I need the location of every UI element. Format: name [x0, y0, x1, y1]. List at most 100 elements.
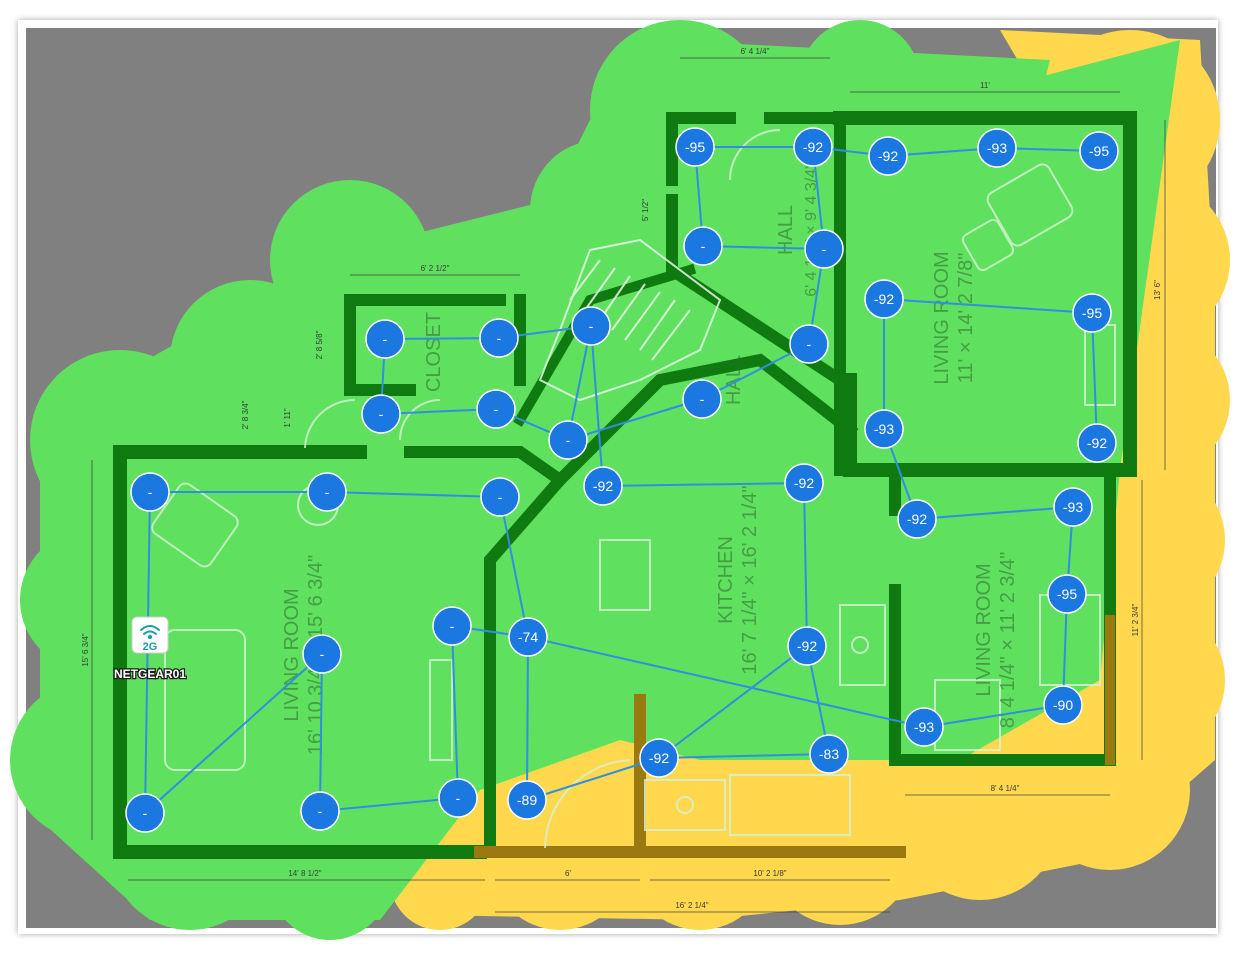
- survey-point[interactable]: -93: [977, 128, 1017, 168]
- survey-point-marker: [897, 499, 937, 539]
- survey-point-value: -83: [819, 746, 839, 762]
- survey-point[interactable]: -: [479, 318, 519, 358]
- survey-path-segment: [326, 491, 501, 498]
- survey-point[interactable]: -92: [583, 466, 623, 506]
- survey-point[interactable]: -93: [864, 409, 904, 449]
- survey-point[interactable]: -: [682, 379, 722, 419]
- survey-point[interactable]: -95: [1047, 574, 1087, 614]
- survey-point-marker: [130, 472, 170, 512]
- survey-point-marker: [682, 379, 722, 419]
- survey-path-segment: [590, 325, 604, 487]
- survey-point-marker: [789, 324, 829, 364]
- survey-point-marker: [864, 279, 904, 319]
- dimension-label: 6' 2 1/2": [421, 264, 450, 273]
- survey-point[interactable]: -92: [864, 279, 904, 319]
- survey-point-value: -95: [1082, 305, 1102, 321]
- survey-point-marker: [307, 472, 347, 512]
- survey-path-segment: [883, 298, 1093, 314]
- survey-point-marker: [1043, 685, 1083, 725]
- survey-point[interactable]: -: [480, 477, 520, 517]
- survey-point[interactable]: -93: [1053, 487, 1093, 527]
- survey-point-value: -: [143, 805, 148, 821]
- survey-point-value: -95: [1089, 143, 1109, 159]
- survey-point[interactable]: -: [365, 319, 405, 359]
- survey-point[interactable]: -89: [507, 780, 547, 820]
- survey-point-value: -: [148, 484, 153, 500]
- survey-point[interactable]: -92: [1077, 423, 1117, 463]
- survey-point[interactable]: -83: [809, 734, 849, 774]
- survey-point-value: -: [807, 336, 812, 352]
- room-label-kitchen: KITCHEN: [715, 536, 737, 624]
- survey-point-marker: [683, 226, 723, 266]
- survey-point-value: -: [822, 241, 827, 257]
- survey-path-segment: [499, 496, 529, 638]
- survey-point[interactable]: -92: [868, 136, 908, 176]
- survey-point[interactable]: -: [302, 634, 342, 674]
- survey-point-value: -90: [1053, 697, 1073, 713]
- survey-point-value: -93: [914, 719, 934, 735]
- survey-point[interactable]: -95: [675, 127, 715, 167]
- survey-point[interactable]: -: [300, 791, 340, 831]
- floor-plan-walls: [113, 111, 1137, 859]
- dimension-label: 11' 2 3/4": [1131, 603, 1140, 636]
- survey-point-marker: [1047, 574, 1087, 614]
- survey-point-marker: [476, 389, 516, 429]
- room-label-kitchen-dim: 16' 7 1/4" × 16' 2 1/4": [739, 485, 761, 674]
- staircase: [538, 238, 722, 402]
- dimension-label: 10' 2 1/8": [753, 869, 786, 878]
- survey-point[interactable]: -: [804, 229, 844, 269]
- survey-point-value: -92: [797, 638, 817, 654]
- survey-point-value: -: [450, 618, 455, 634]
- survey-point[interactable]: -92: [897, 499, 937, 539]
- survey-point-value: -93: [1063, 499, 1083, 515]
- survey-point[interactable]: -92: [793, 127, 833, 167]
- survey-point[interactable]: -: [361, 394, 401, 434]
- survey-point[interactable]: -: [476, 389, 516, 429]
- survey-point[interactable]: -93: [904, 707, 944, 747]
- survey-point[interactable]: -: [548, 420, 588, 460]
- survey-point-marker: [809, 734, 849, 774]
- survey-point[interactable]: -: [307, 472, 347, 512]
- survey-point-marker: [868, 136, 908, 176]
- survey-point[interactable]: -95: [1072, 293, 1112, 333]
- survey-path-segment: [526, 757, 660, 801]
- survey-point[interactable]: -90: [1043, 685, 1083, 725]
- survey-point-marker: [508, 617, 548, 657]
- survey-point[interactable]: -92: [639, 738, 679, 778]
- wifi-icon: [140, 625, 160, 640]
- survey-point[interactable]: -92: [784, 463, 824, 503]
- survey-point[interactable]: -92: [787, 626, 827, 666]
- survey-point-marker: [571, 306, 611, 346]
- survey-point[interactable]: -: [438, 778, 478, 818]
- survey-point-marker: [904, 707, 944, 747]
- survey-point[interactable]: -: [683, 226, 723, 266]
- survey-point-value: -: [589, 318, 594, 334]
- survey-point[interactable]: -: [571, 306, 611, 346]
- access-point-netgear01[interactable]: 2G NETGEAR01: [113, 616, 188, 682]
- survey-point-marker: [787, 626, 827, 666]
- room-label-living-top-dim: 11' × 14' 2 7/8": [955, 253, 977, 384]
- survey-path-segment: [1091, 312, 1098, 444]
- survey-point-marker: [1079, 131, 1119, 171]
- survey-point[interactable]: -: [125, 793, 165, 833]
- survey-point[interactable]: -: [789, 324, 829, 364]
- survey-point[interactable]: -: [130, 472, 170, 512]
- survey-point-marker: [438, 778, 478, 818]
- survey-point[interactable]: -: [432, 606, 472, 646]
- survey-point[interactable]: -95: [1079, 131, 1119, 171]
- survey-point[interactable]: -74: [508, 617, 548, 657]
- survey-point-value: -: [494, 401, 499, 417]
- dimension-label: 14' 8 1/2": [288, 869, 321, 878]
- survey-point-marker: [1053, 487, 1093, 527]
- survey-point-value: -: [497, 330, 502, 346]
- dimension-label: 6' 4 1/4": [741, 47, 770, 56]
- survey-path-segment: [527, 636, 925, 728]
- survey-point-value: -: [701, 238, 706, 254]
- survey-point-value: -: [379, 406, 384, 422]
- survey-point-value: -: [566, 432, 571, 448]
- survey-point-value: -: [700, 391, 705, 407]
- dimension-label: 1' 11": [283, 408, 292, 428]
- survey-path-segment: [567, 398, 703, 441]
- survey-point-marker: [365, 319, 405, 359]
